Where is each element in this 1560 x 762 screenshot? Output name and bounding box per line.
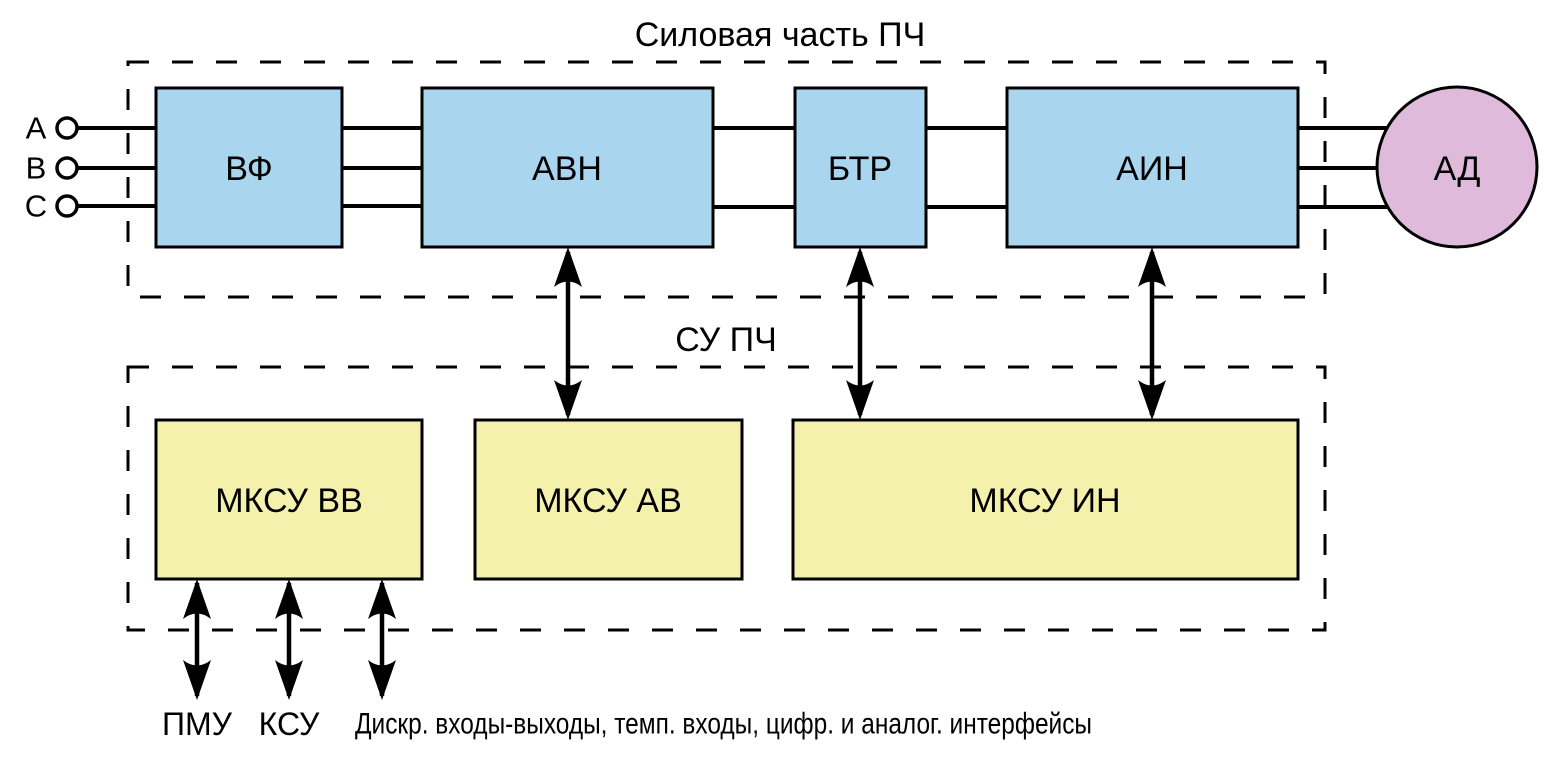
avn-mksu-av-arrow	[554, 247, 582, 420]
avn-btr-bus	[713, 126, 795, 209]
motor: АД	[1375, 85, 1539, 249]
power-section-dashed-box	[126, 60, 1327, 299]
phase-a-label: А	[26, 111, 47, 146]
power-block-btr-label: БТР	[828, 150, 892, 188]
ain-mksu-in-arrow	[1138, 247, 1166, 420]
arrowhead-up	[846, 247, 874, 287]
arrowhead-up	[183, 579, 211, 619]
control-block-mksu-in	[791, 418, 1300, 581]
io-interfaces-label: Дискр. входы-выходы, темп. входы, цифр. …	[355, 708, 1092, 741]
control-block-mksu-vv-label: МКСУ ВВ	[215, 482, 363, 520]
control-block-mksu-av-label: МКСУ АВ	[534, 482, 682, 520]
power-block-avn-label: АВН	[532, 150, 602, 188]
mksu-vv-ksu-arrow	[275, 579, 303, 700]
power-block-vf	[154, 86, 344, 249]
arrowhead-down	[554, 380, 582, 420]
motor-circle	[1375, 85, 1539, 249]
ksu-label: КСУ	[259, 706, 320, 742]
arrowhead-up	[368, 579, 396, 619]
phase-input-bus	[67, 126, 156, 208]
arrowhead-down	[275, 660, 303, 700]
vf-avn-bus	[342, 126, 422, 208]
arrowhead-down	[183, 660, 211, 700]
mksu-vv-pmu-arrow	[183, 579, 211, 700]
power-block-vf-label: ВФ	[225, 150, 272, 188]
motor-label: АД	[1434, 150, 1481, 188]
btr-ain-bus	[926, 126, 1007, 209]
control-block-mksu-av	[473, 418, 744, 581]
arrowhead-up	[554, 247, 582, 287]
power-block-btr	[793, 86, 928, 249]
power-block-ain-label: АИН	[1116, 150, 1188, 188]
phase-a-terminal	[55, 116, 79, 140]
arrowhead-down	[1138, 380, 1166, 420]
power-section-title: Силовая часть ПЧ	[635, 16, 926, 54]
control-section-dashed-box	[126, 365, 1327, 632]
mksu-vv-io-arrow	[368, 579, 396, 700]
arrowhead-up	[1138, 247, 1166, 287]
phase-b-label: В	[26, 151, 47, 186]
arrowhead-up	[275, 579, 303, 619]
phase-c-terminal	[55, 194, 79, 218]
arrowhead-down	[846, 380, 874, 420]
phase-c-label: С	[25, 189, 47, 224]
arrowhead-down	[368, 660, 396, 700]
control-section-title: СУ ПЧ	[675, 321, 777, 359]
control-block-mksu-in-label: МКСУ ИН	[969, 482, 1120, 520]
pmu-label: ПМУ	[162, 706, 233, 742]
phase-b-terminal	[55, 156, 79, 180]
power-blocks: ВФ АВН БТР АИН	[154, 86, 1300, 249]
power-block-avn	[420, 86, 715, 249]
power-block-ain	[1005, 86, 1300, 249]
phase-terminals: А В С	[25, 111, 79, 224]
control-blocks: МКСУ ВВ МКСУ АВ МКСУ ИН	[154, 418, 1300, 581]
btr-mksu-in-arrow	[846, 247, 874, 420]
